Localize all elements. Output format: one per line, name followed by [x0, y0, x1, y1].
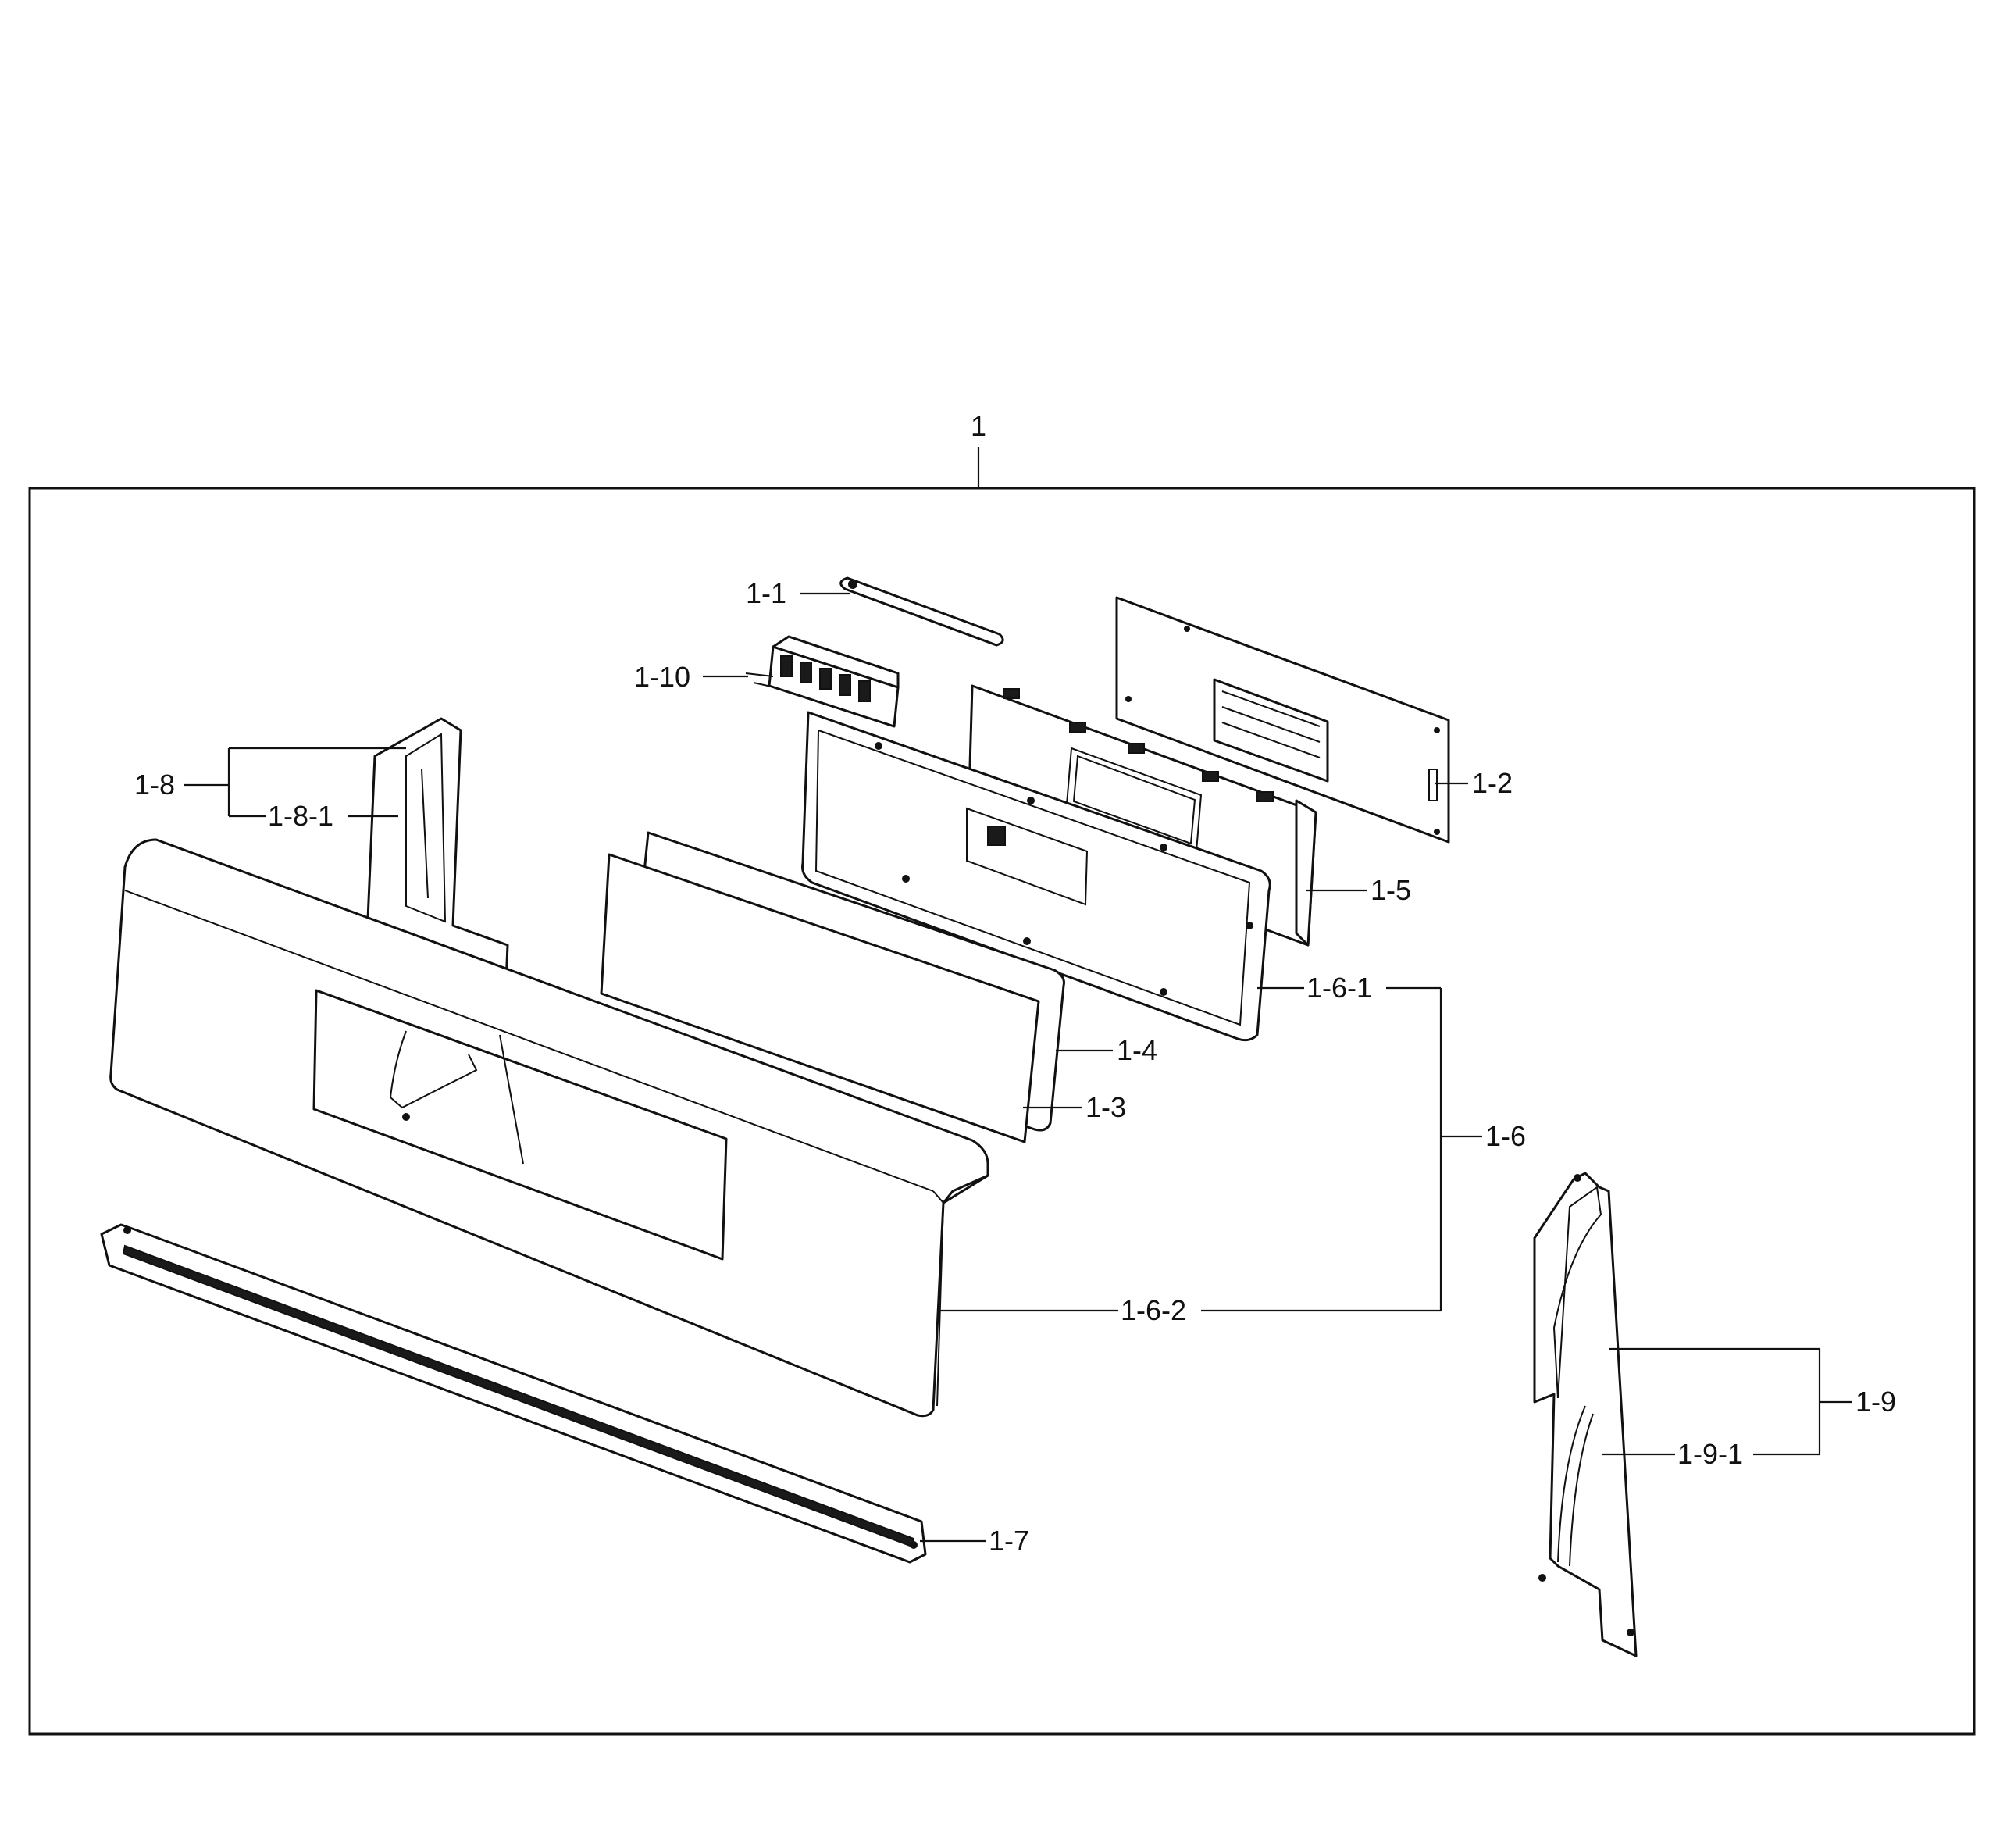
callout-1-2: 1-2 [1472, 767, 1513, 799]
callout-1-10: 1-10 [634, 661, 690, 693]
part-1-2-control-board[interactable] [1115, 596, 1450, 844]
part-1-9-right-bracket[interactable] [1533, 1172, 1638, 1657]
callout-1-1: 1-1 [746, 577, 786, 609]
part-1-6-1-frame[interactable] [801, 711, 1271, 1042]
part-1-10-switch-block[interactable] [745, 635, 900, 728]
part-1-6-2-panel-fascia[interactable] [109, 838, 989, 1418]
callout-1-8: 1-8 [134, 769, 175, 801]
assembly-label: 1 [971, 410, 986, 442]
callout-1-4: 1-4 [1117, 1034, 1157, 1066]
callout-1-6-1: 1-6-1 [1306, 972, 1372, 1004]
part-1-7-trim-rail[interactable] [100, 1223, 927, 1564]
callout-labels: 1-1 1-10 1-2 1-5 1-6-1 1-4 1-3 1-6 1-6-2… [134, 577, 1896, 1557]
callout-1-9-1: 1-9-1 [1677, 1438, 1743, 1470]
leader-lines [184, 592, 1852, 1543]
part-1-1-rod[interactable] [839, 576, 1004, 647]
assembly-frame: 1 [28, 410, 1976, 1736]
callout-1-6-2: 1-6-2 [1121, 1294, 1186, 1326]
part-1-3-front-glass[interactable] [600, 853, 1040, 1143]
callout-1-9: 1-9 [1855, 1386, 1896, 1418]
callout-1-3: 1-3 [1085, 1091, 1126, 1123]
callout-1-5: 1-5 [1371, 874, 1411, 906]
callout-1-7: 1-7 [989, 1525, 1029, 1557]
callout-1-8-1: 1-8-1 [268, 800, 333, 832]
callout-1-6: 1-6 [1485, 1120, 1526, 1152]
